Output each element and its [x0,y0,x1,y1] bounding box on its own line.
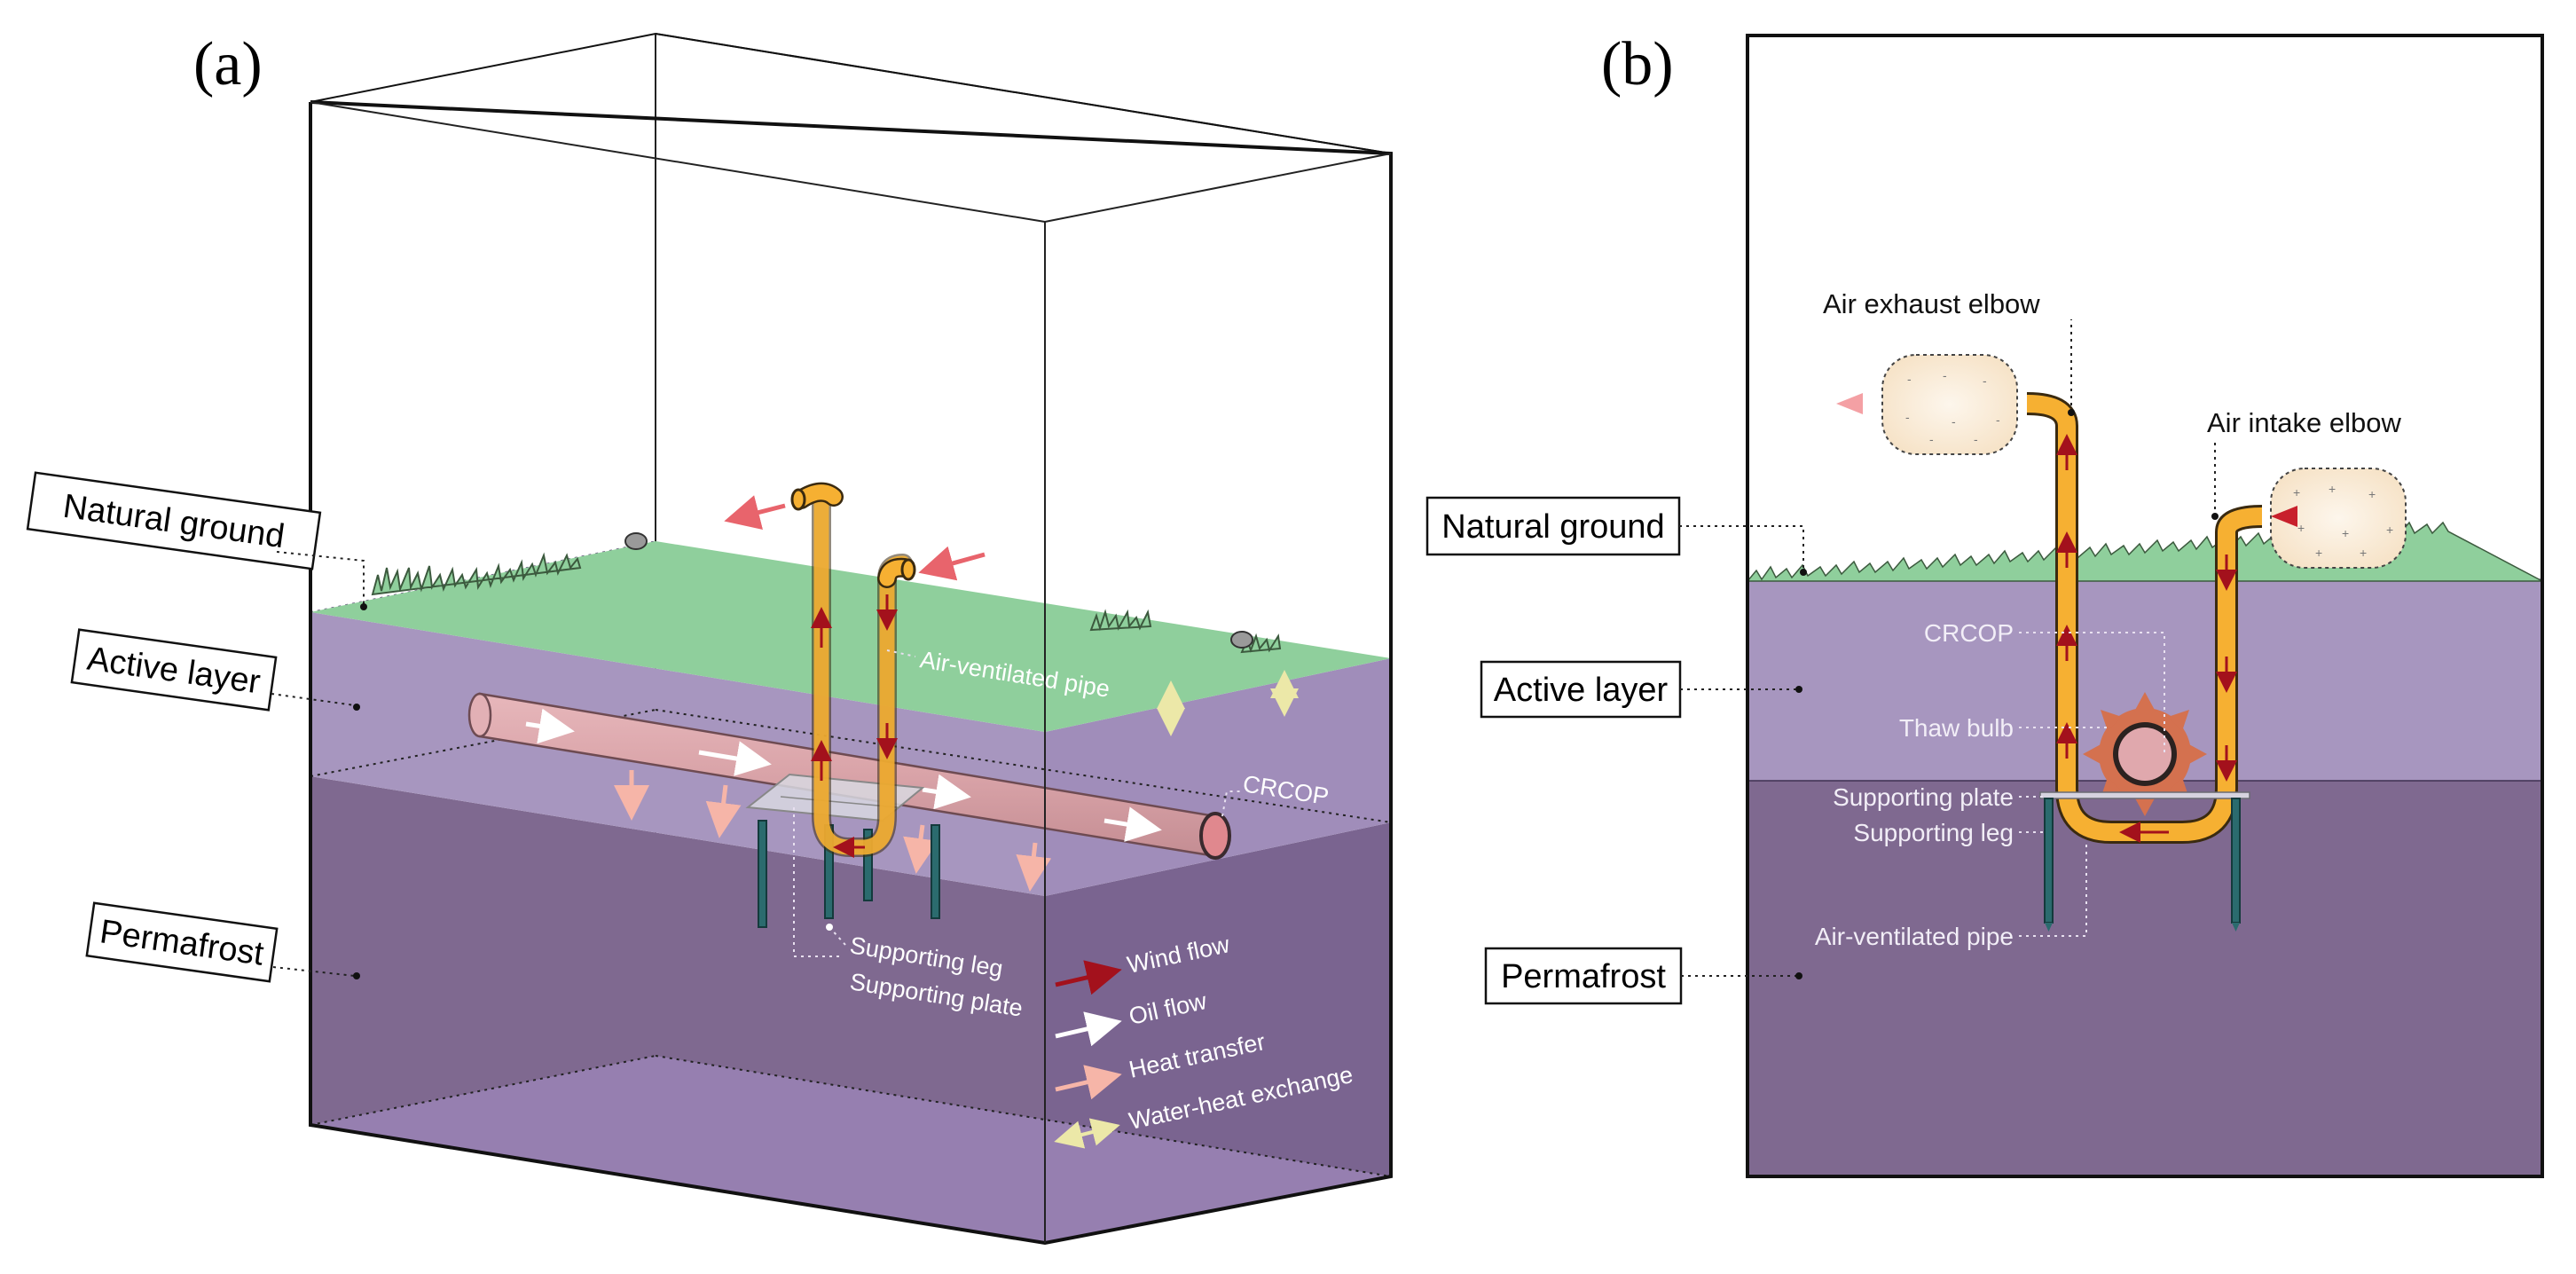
stone-b [1230,631,1253,649]
leader-dot [2211,513,2219,520]
legend-swatch-wind-flow [1055,960,1122,995]
stone-a [624,532,648,550]
svg-text:-: - [1943,368,1947,382]
panel-a: (a) [26,30,1393,1246]
label-air-exhaust-elbow: Air exhaust elbow [1823,288,2040,319]
box-top-front-edge [310,101,1046,223]
legend-swatch-heat-transfer [1055,1065,1122,1100]
heat-transfer-arrow [1016,842,1052,892]
svg-text:-: - [1952,414,1956,429]
box-top-right-edge [1044,153,1392,223]
label-permafrost-a: Permafrost [85,901,360,983]
exhaust-wind-arrow-head [1836,393,1863,414]
legend-swatch-water-heat-exchange [1054,1118,1120,1149]
panel-b-letter: (b) [1601,30,1674,98]
svg-text:+: + [2293,485,2300,499]
intake-wind-arrow [918,546,986,581]
label-supporting-plate-b: Supporting plate [1833,783,2014,811]
leader-air-ventilated-pipe-a [886,649,916,657]
permafrost-b [1747,781,2542,1176]
svg-text:-: - [1996,413,2000,427]
svg-text:+: + [2368,487,2376,501]
leader-dot [826,924,833,931]
wind-flow-arrows-b [2056,434,2237,843]
supporting-leg-right-tip [2232,923,2240,932]
permafrost-floor [310,1056,1391,1243]
oil-flow-arrow [698,741,772,776]
label-natural-ground-a: Natural ground [26,471,367,610]
label-active-layer-b: Active layer [1480,660,1802,719]
supporting-leg-left-b [2044,798,2054,924]
leader-crcop-a [1221,790,1242,817]
grass-tufts-right [1089,609,1152,632]
supporting-plate-b [2039,791,2250,799]
exhaust-wind-arrow [724,495,786,530]
svg-text:-: - [1907,372,1912,386]
label-supporting-leg-b: Supporting leg [1853,819,2014,846]
label-natural-ground-b: Natural ground [1425,496,1807,576]
panel-a-letter: (a) [193,30,263,98]
label-air-intake-elbow: Air intake elbow [2207,407,2401,438]
oil-flow-arrow [922,774,971,810]
label-air-ventilated-pipe-b: Air-ventilated pipe [1815,923,2014,950]
oil-flow-arrow [525,708,575,744]
grass-tufts-left [371,552,582,596]
leader-dot [2068,409,2075,416]
supporting-leg-left-tip [2045,923,2053,932]
svg-text:+: + [2315,546,2322,560]
air-region-b [1747,35,2542,578]
heat-transfer-arrow [903,824,939,874]
leader-supporting-plate-a [793,807,843,957]
active-hidden-edge-2 [655,709,1392,823]
supporting-legs [758,820,940,928]
natural-ground-surface [310,541,1391,732]
leader-air-ventilated-pipe-b [2019,843,2087,937]
svg-text:+: + [2342,526,2349,540]
heat-transfer-arrow [705,784,742,838]
supporting-leg-right-b [2231,798,2241,924]
svg-text:-: - [1983,374,1987,388]
svg-text:Natural ground: Natural ground [1441,508,1664,546]
legend-swatch-oil-flow [1055,1011,1122,1047]
panel-b: (b) [1425,30,2544,1178]
oil-flow-arrow [1103,806,1162,842]
svg-text:+: + [2329,482,2336,496]
panel-b-frame [1746,34,2544,1178]
svg-text:+: + [2360,546,2367,560]
box-front-outline [309,100,1393,1246]
svg-text:-: - [1929,432,1934,446]
svg-text:Permafrost: Permafrost [1501,958,1666,995]
svg-text:+: + [2297,521,2305,535]
label-thaw-bulb-b: Thaw bulb [1899,714,2014,742]
svg-text:-: - [1905,410,1910,424]
svg-text:-: - [1974,432,1978,446]
label-crcop-b: CRCOP [1924,619,2014,647]
box-top-back-outline [310,32,1392,154]
svg-text:+: + [2386,523,2393,537]
label-permafrost-b: Permafrost [1484,947,1802,1005]
svg-text:Active layer: Active layer [1494,672,1669,709]
intake-wind-arrow-head [2271,506,2297,527]
air-ventilated-pipe [790,482,916,857]
floor-hidden-edge-1 [310,1055,656,1126]
